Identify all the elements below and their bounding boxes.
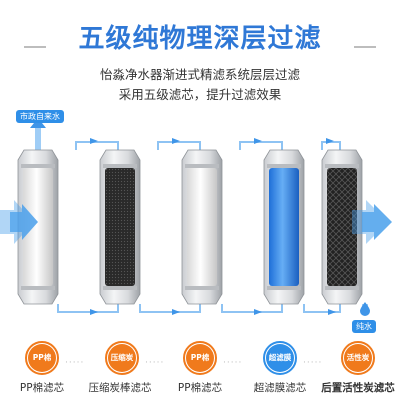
stage-badge-1: PP棉 xyxy=(25,341,59,375)
filter-housing-3 xyxy=(181,149,223,305)
between-arrows xyxy=(90,138,336,315)
stage-connector-dots: ····· xyxy=(145,358,165,368)
filter-housing-2 xyxy=(99,149,141,305)
stage-badge-label: PP棉 xyxy=(186,344,214,372)
flow-arrows xyxy=(0,200,392,244)
subtitle-line-2: 采用五级滤芯，提升过滤效果 xyxy=(118,87,282,102)
filter-core-1 xyxy=(23,168,53,286)
stage-badge-label: 超滤膜 xyxy=(266,344,294,372)
stage-badge-label: 活性炭 xyxy=(344,344,372,372)
filter-housing-4 xyxy=(263,149,305,305)
stage-name-1: PP棉滤芯 xyxy=(19,382,65,394)
filter-core-3 xyxy=(187,168,217,286)
title-divider-right xyxy=(354,46,376,48)
stage-badge-label: 压缩炭 xyxy=(108,344,136,372)
stage-connector-dots: ····· xyxy=(303,358,323,368)
inlet-pipe xyxy=(30,118,46,150)
outlet-label: 纯水 xyxy=(352,320,376,333)
filter-core-2 xyxy=(105,168,135,286)
stage-badge-5: 活性炭 xyxy=(341,341,375,375)
top-pipes xyxy=(75,141,341,150)
filter-core-4 xyxy=(269,168,299,286)
stage-connector-dots: ····· xyxy=(223,358,243,368)
stage-badge-label: PP棉 xyxy=(28,344,56,372)
bottom-pipes xyxy=(57,304,341,313)
page-title: 五级纯物理深层过滤 xyxy=(78,24,322,54)
stage-name-3: PP棉滤芯 xyxy=(177,382,223,394)
filter-housing-1 xyxy=(17,149,59,305)
stage-name-4: 超滤膜滤芯 xyxy=(253,382,307,394)
stage-badge-3: PP棉 xyxy=(183,341,217,375)
stage-badge-2: 压缩炭 xyxy=(105,341,139,375)
stage-badge-4: 超滤膜 xyxy=(263,341,297,375)
inlet-label: 市政自来水 xyxy=(16,110,64,123)
stage-connector-dots: ····· xyxy=(65,358,85,368)
subtitle-line-1: 怡淼净水器渐进式精滤系统层层过滤 xyxy=(99,67,300,82)
filter-core-5 xyxy=(327,168,357,286)
title-divider-left xyxy=(24,46,46,48)
stage-name-5: 后置活性炭滤芯 xyxy=(321,382,395,394)
filter-housing-5 xyxy=(321,149,363,305)
stage-name-2: 压缩炭棒滤芯 xyxy=(88,382,152,394)
outlet-pipe xyxy=(360,302,370,316)
